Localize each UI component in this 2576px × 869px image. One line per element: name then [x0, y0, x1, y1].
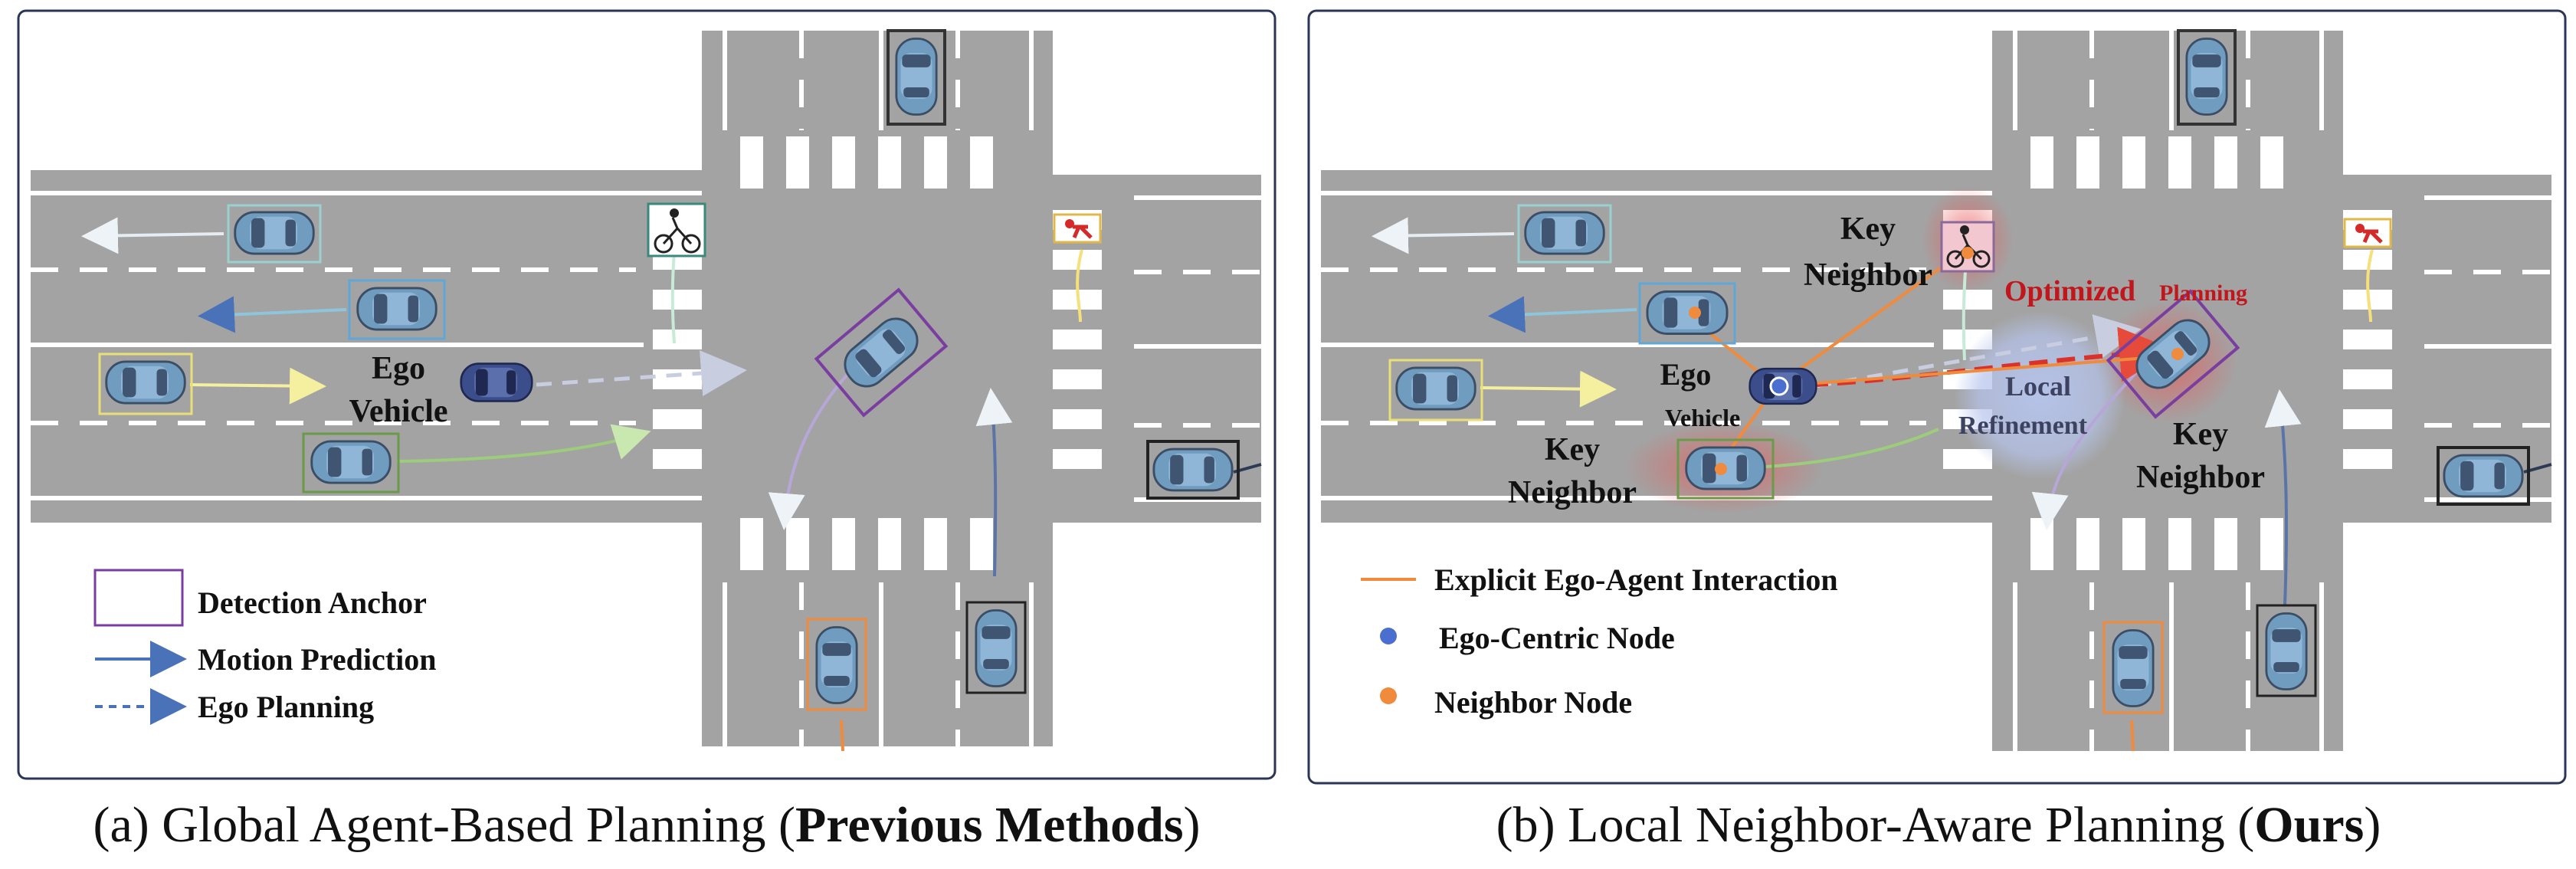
neighbor-node	[1715, 463, 1727, 475]
ego-node	[1769, 376, 1789, 396]
car-icon	[975, 609, 1018, 687]
ego-label-line2-b: Vehicle	[1665, 404, 1740, 431]
caption-b-prefix: (b) Local Neighbor-Aware Planning (	[1496, 797, 2255, 853]
detection-anchor-swatch	[93, 569, 184, 627]
key-neighbor-right-line2: Neighbor	[2136, 460, 2265, 495]
optimized-planning-path	[1781, 326, 2175, 389]
legend-motion-label: Motion Prediction	[198, 642, 436, 677]
car-icon	[105, 360, 186, 405]
car-icon	[1152, 448, 1234, 492]
ego-car-icon	[460, 362, 533, 402]
caption-a: (a) Global Agent-Based Planning (Previou…	[93, 797, 1200, 853]
legend-b: Explicit Ego-Agent Interaction Ego-Centr…	[1361, 562, 1838, 720]
key-neighbor-right-line1: Key	[2173, 417, 2228, 452]
labels-b: Key Neighbor Ego Vehicle Key Neighbor Ke…	[1508, 212, 2265, 510]
pedestrian-icon	[1053, 213, 1102, 244]
panel-a: Ego Vehicle Detection Anchor Motion Pred…	[17, 9, 1277, 780]
legend-detection-label: Detection Anchor	[198, 585, 427, 620]
ego-node-icon	[1380, 628, 1397, 644]
panel-b: Key Neighbor Ego Vehicle Key Neighbor Ke…	[1307, 9, 2567, 785]
legend-a: Detection Anchor Motion Prediction Ego P…	[93, 569, 436, 725]
refinement-label: Refinement	[1958, 412, 2088, 440]
motion-predictions-a	[81, 217, 1262, 752]
neighbor-node	[1689, 307, 1701, 319]
car-icon	[2443, 454, 2524, 498]
legend-neighbor-node-label: Neighbor Node	[1434, 685, 1632, 720]
legend-ego-node-label: Ego-Centric Node	[1439, 621, 1675, 655]
optimized-label: Optimized	[2004, 275, 2135, 307]
car-icon	[815, 626, 858, 704]
caption-a-suffix: )	[1184, 797, 1201, 853]
legend-interaction-label: Explicit Ego-Agent Interaction	[1434, 562, 1838, 597]
car-icon	[1395, 366, 1476, 411]
ego-label-line1-b: Ego	[1660, 357, 1712, 392]
key-neighbor-top-line1: Key	[1840, 212, 1896, 247]
car-icon	[356, 287, 438, 331]
cyclist-icon	[647, 202, 706, 257]
planning-label: Planning	[2159, 280, 2247, 306]
caption-b-bold: Ours	[2254, 797, 2364, 853]
car-icon	[2112, 629, 2155, 707]
graph-nodes	[1689, 247, 2184, 475]
agents-a	[98, 29, 1240, 711]
car-icon	[310, 440, 392, 484]
local-label: Local	[2005, 371, 2071, 402]
ego-label-line1-a: Ego	[372, 351, 425, 386]
car-icon	[2185, 38, 2228, 116]
car-icon	[234, 211, 315, 255]
caption-a-prefix: (a) Global Agent-Based Planning (	[93, 797, 795, 853]
caption-b: (b) Local Neighbor-Aware Planning (Ours)	[1496, 797, 2381, 853]
caption-b-suffix: )	[2364, 797, 2381, 853]
neighbor-node-icon	[1380, 687, 1397, 704]
motion-predictions-b	[1372, 217, 2552, 752]
neighbor-node	[1961, 247, 1974, 259]
pedestrian-icon	[2343, 218, 2392, 248]
car-icon	[1646, 290, 1729, 335]
car-icon	[2265, 612, 2308, 690]
key-neighbor-left-line1: Key	[1545, 432, 1600, 467]
neighbor-node	[2171, 348, 2184, 360]
cyclist-icon	[1940, 221, 1995, 273]
car-icon	[895, 38, 938, 116]
key-neighbor-left-line2: Neighbor	[1508, 475, 1637, 510]
car-icon	[1524, 211, 1605, 255]
ego-planning-path-a	[536, 350, 747, 397]
legend-ego-planning-label: Ego Planning	[198, 690, 374, 724]
ego-label-line2-a: Vehicle	[349, 394, 447, 429]
agents-b	[1388, 29, 2530, 714]
key-neighbor-top-line2: Neighbor	[1804, 257, 1932, 293]
caption-a-bold: Previous Methods	[795, 797, 1184, 853]
